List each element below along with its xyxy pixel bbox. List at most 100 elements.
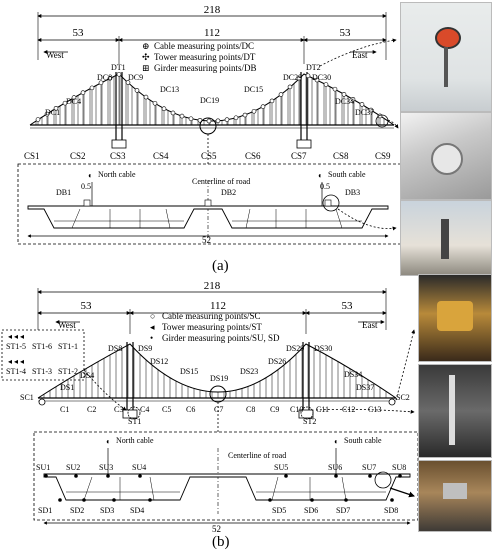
c6: C6 (186, 405, 195, 414)
legend-b: ○ Cable measuring points/SC ◂ Tower meas… (150, 311, 280, 343)
photo-strain-gauge-2 (418, 364, 492, 458)
caption-b: (b) (212, 534, 230, 550)
dc-marker (53, 105, 59, 111)
c7: C7 (214, 405, 223, 414)
sd-labels: SD1 SD2 SD3 SD4 SD5 SD6 SD7 SD8 (38, 506, 398, 515)
su-dot (106, 474, 110, 478)
gauge-icon-3 (443, 483, 467, 499)
st1-3: ST1-3 (32, 367, 52, 376)
dim-left-label-b: 53 (81, 300, 93, 312)
dc37-circle (375, 114, 389, 128)
leader-photo-1 (319, 38, 397, 67)
st1-2: ST1-2 (58, 367, 78, 376)
centerline-b: Centerline of road (228, 451, 286, 460)
dc-marker (251, 108, 257, 114)
dim-total-label: 218 (204, 4, 221, 16)
legend-b-2: Tower measuring points/ST (162, 322, 262, 332)
hangers-a (35, 74, 385, 125)
gauge-icon-1 (437, 301, 473, 331)
dc-marker (359, 102, 365, 107)
label-ds15: DS15 (180, 367, 198, 376)
label-dc8: DC8 (97, 73, 112, 82)
leader-photo-4 (395, 329, 416, 401)
legend-a-3: Girder measuring points/DB (154, 63, 257, 73)
west-label: West (46, 50, 64, 60)
c10: C10 (290, 405, 303, 414)
cs5: CS5 (201, 151, 217, 161)
sd8: SD8 (384, 506, 398, 515)
dc-marker (89, 85, 95, 91)
dc-marker (116, 71, 122, 77)
su-dot (284, 474, 288, 478)
label-dc29: DC29 (283, 73, 302, 82)
label-dc4: DC4 (66, 97, 81, 106)
dc-marker (332, 86, 338, 92)
sd-dot (390, 498, 394, 502)
su-dot (44, 474, 48, 478)
sc2-marker (388, 398, 396, 406)
dc-marker (143, 94, 149, 100)
st2-circle (300, 406, 314, 420)
st-box: ST1-5 ST1-6 ST1-1 ST1-4 ST1-3 ST1-2 ◂ ◂ … (1, 329, 85, 381)
girder-section-b (43, 448, 411, 501)
label-dc34: DC34 (335, 97, 354, 106)
dc-marker (107, 75, 113, 81)
label-dc15: DC15 (244, 85, 263, 94)
label-ds34: DS34 (344, 370, 362, 379)
su2: SU2 (66, 463, 80, 472)
legend-b-3: Girder measuring points/SU, SD (162, 333, 280, 343)
dc-marker (44, 111, 50, 117)
east-label-b: East (362, 320, 378, 330)
st1-6: ST1-6 (32, 342, 52, 351)
legend-a-1: Cable measuring points/DC (154, 41, 254, 51)
su-dot (398, 474, 402, 478)
dc-marks-a (35, 71, 383, 125)
dc-marker (224, 117, 230, 122)
dc-marker (215, 118, 221, 124)
tower-west (111, 72, 127, 149)
su-dot (74, 474, 78, 478)
dc-marker (179, 113, 185, 119)
legend-sym-circ: ○ (150, 311, 155, 321)
c2: C2 (87, 405, 96, 414)
dc-marker (368, 107, 374, 113)
panel-a: 218 53 112 53 West East ⊕ Cable measurin… (17, 4, 403, 274)
sd1: SD1 (38, 506, 52, 515)
leader-photo-5 (315, 408, 415, 414)
dc-marker (287, 84, 293, 90)
south-cable-a: South cable (328, 170, 366, 179)
dim-mid-label-b: 112 (210, 300, 226, 312)
tower-west-b (122, 342, 138, 419)
dc-marker (98, 80, 104, 86)
label-dc19: DC19 (200, 96, 219, 105)
d05-right: 0.5 (320, 182, 330, 191)
legend-sym-dot: • (150, 333, 153, 343)
dc-marker (170, 110, 176, 116)
sd-dot (310, 498, 314, 502)
c13: C13 (368, 405, 381, 414)
st1-4: ST1-4 (6, 367, 26, 376)
dc-marker (242, 112, 248, 118)
cs3: CS3 (110, 151, 126, 161)
label-dc1: DC1 (45, 108, 60, 117)
dc-marker (260, 104, 266, 109)
dc-marker (161, 106, 167, 111)
label-st1: ST1 (128, 417, 141, 426)
su7: SU7 (362, 463, 376, 472)
dc-marker (206, 118, 212, 124)
c3: C3 (114, 405, 123, 414)
sd-dot (148, 498, 152, 502)
label-dc13: DC13 (160, 85, 179, 94)
cs8: CS8 (333, 151, 349, 161)
north-cable-a: North cable (98, 170, 136, 179)
hangers-b (43, 344, 387, 398)
dc-marker (233, 115, 239, 121)
legend-sym-flag: ◂ (150, 322, 155, 332)
centerline-a: Centerline of road (192, 177, 250, 186)
label-ds26: DS26 (268, 357, 286, 366)
d05-left: 0.5 (81, 182, 91, 191)
panel-b: 218 53 112 53 West East ○ Cable measurin… (1, 280, 419, 550)
flag-icon-2: ◂ ◂ ◂ (8, 357, 24, 366)
dim-52-a-label: 52 (202, 235, 211, 245)
su-dot (368, 474, 372, 478)
